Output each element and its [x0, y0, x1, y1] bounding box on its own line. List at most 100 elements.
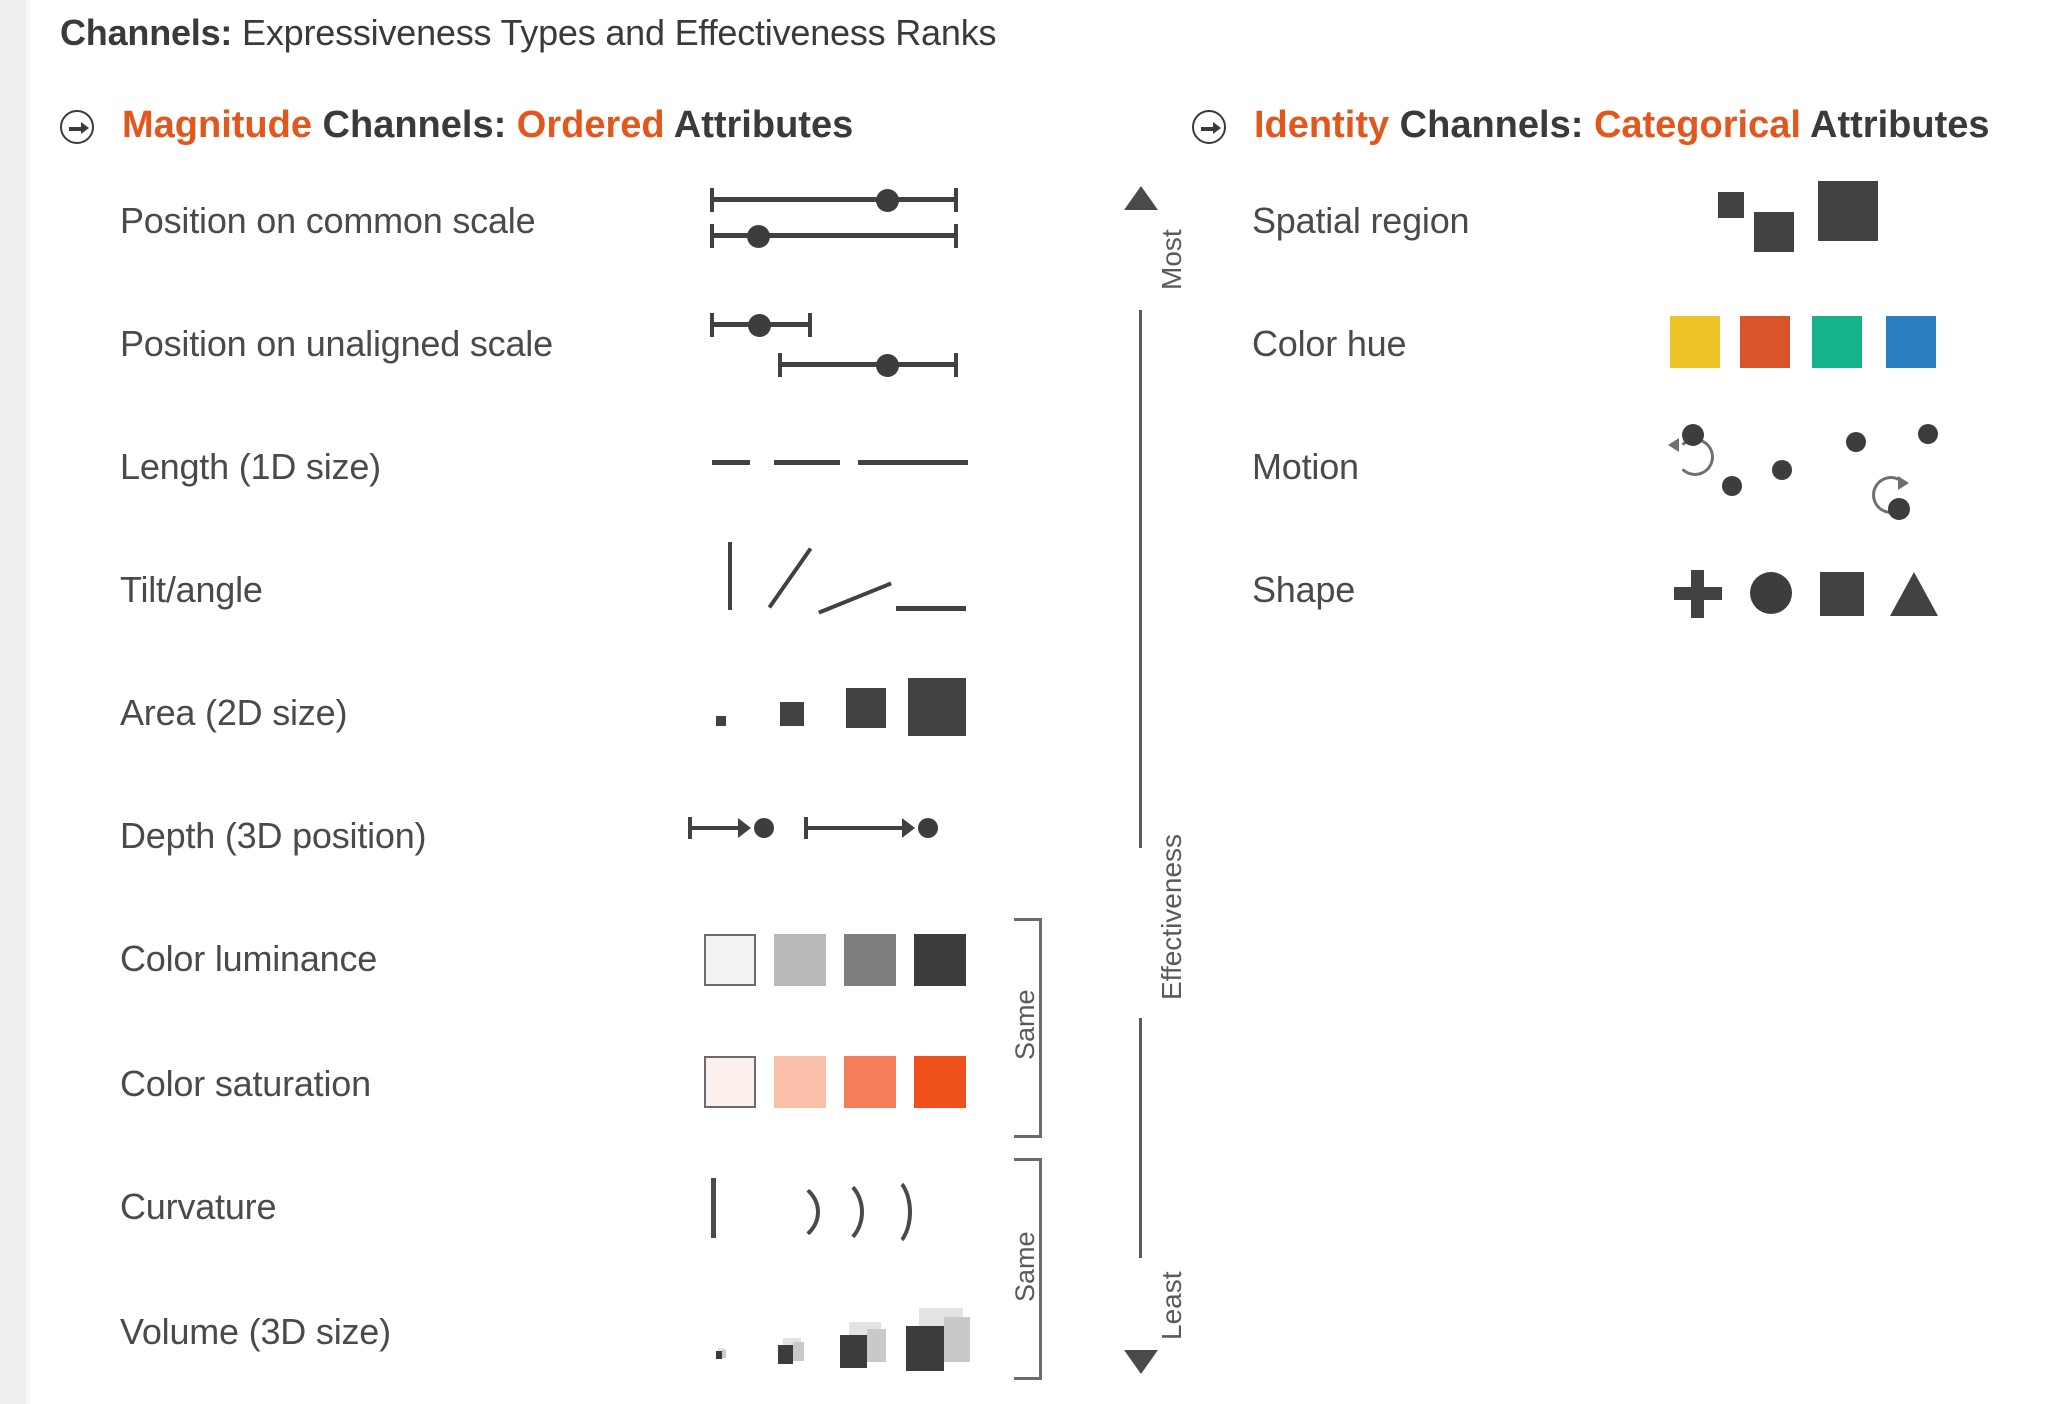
same-bracket-2-label: Same: [1010, 1231, 1040, 1302]
glyph-shape: [1660, 560, 1990, 640]
glyph-spatial-region: [1690, 180, 1990, 260]
spatial-square-1: [1718, 192, 1744, 218]
glyph-length: [700, 440, 980, 480]
saturation-swatch-2: [774, 1056, 826, 1108]
glyph-color-luminance: [680, 930, 980, 990]
channel-label-area: Area (2D size): [120, 692, 348, 733]
saturation-swatch-1: [704, 1056, 756, 1108]
cube-left-face: [840, 1335, 867, 1368]
axis-label-most: Most: [1156, 229, 1187, 290]
channel-label-position-common-scale: Position on common scale: [120, 200, 536, 241]
cube-left-face: [778, 1345, 793, 1364]
cube-right-face: [867, 1329, 886, 1362]
channel-label-spatial-region: Spatial region: [1252, 200, 1470, 241]
depth-dot-b: [918, 818, 938, 838]
depth-dot-a: [754, 818, 774, 838]
range-bar-a: [710, 197, 958, 202]
tick-right-a: [808, 313, 812, 337]
depth-shaft-b: [804, 826, 904, 830]
channel-label-motion: Motion: [1252, 446, 1359, 487]
saturation-swatch-3: [844, 1056, 896, 1108]
spatial-square-3: [1818, 181, 1878, 241]
page-title-rest: Expressiveness Types and Effectiveness R…: [232, 12, 997, 53]
motion-dot-2: [1722, 476, 1742, 496]
depth-shaft-a: [688, 826, 740, 830]
curvature-line-straight: [711, 1178, 716, 1238]
motion-dot-4: [1846, 432, 1866, 452]
value-dot-a: [748, 313, 771, 337]
glyph-area: [680, 672, 980, 752]
hue-swatch-blue: [1886, 316, 1936, 368]
range-bar-b: [710, 233, 958, 238]
section-header-identity-end: Attributes: [1800, 104, 1990, 146]
same-bracket-1: [1014, 918, 1042, 1138]
hue-swatch-yellow: [1670, 316, 1720, 368]
length-bar-1: [712, 460, 750, 465]
tilt-line-steep: [767, 547, 813, 609]
arrow-right-circle-icon-magnitude: [60, 110, 94, 144]
section-header-magnitude-mid: Channels:: [311, 104, 517, 146]
channel-label-volume: Volume (3D size): [120, 1311, 391, 1352]
hue-swatch-orange: [1740, 316, 1790, 368]
page-title-bold: Channels:: [60, 12, 233, 53]
motion-dot-1: [1682, 424, 1704, 446]
axis-cap-bottom-triangle-down-icon: [1124, 1350, 1158, 1374]
spatial-square-2: [1754, 212, 1794, 252]
same-bracket-1-label: Same: [1010, 989, 1040, 1060]
luminance-swatch-3: [844, 934, 896, 986]
luminance-swatch-2: [774, 934, 826, 986]
shape-square-icon: [1820, 572, 1864, 616]
volume-cube-3: [840, 1322, 886, 1372]
arrow-right-circle-icon-identity: [1192, 110, 1226, 144]
luminance-swatch-4: [914, 934, 966, 986]
tilt-line-horizontal: [896, 606, 966, 611]
tilt-line-vertical: [728, 542, 732, 610]
cube-left-face: [716, 1351, 722, 1359]
cube-left-face: [906, 1326, 944, 1371]
page-title: Channels: Expressiveness Types and Effec…: [60, 12, 997, 54]
shape-circle-icon: [1750, 572, 1792, 614]
section-header-identity-keyword2: Categorical: [1593, 104, 1801, 146]
motion-arrowhead-right: [1898, 476, 1909, 490]
arrow-shaft: [69, 126, 84, 131]
curvature-arc-3: [864, 1174, 912, 1250]
length-bar-2: [774, 460, 840, 465]
value-dot-b: [747, 224, 770, 248]
channel-label-color-luminance: Color luminance: [120, 938, 378, 979]
motion-dot-3: [1772, 460, 1792, 480]
glyph-curvature: [680, 1170, 980, 1250]
tick-right-b: [954, 353, 958, 377]
section-header-identity-mid: Channels:: [1389, 104, 1594, 146]
volume-cube-4: [906, 1308, 970, 1376]
shape-plus-icon-v: [1691, 570, 1704, 618]
section-header-magnitude-keyword2: Ordered: [516, 104, 665, 146]
left-edge-strip-inner: [26, 0, 30, 1404]
same-bracket-2: [1014, 1158, 1042, 1380]
hue-swatch-teal: [1812, 316, 1862, 368]
axis-label-effectiveness: Effectiveness: [1156, 833, 1187, 1000]
value-dot-b: [876, 353, 899, 377]
volume-cube-1: [716, 1348, 726, 1360]
arrow-head: [1213, 122, 1221, 134]
cube-top-face: [718, 1348, 725, 1351]
length-bar-3: [858, 460, 968, 465]
section-header-identity: Identity Channels: Categorical Attribute…: [1254, 104, 1990, 147]
area-square-3: [846, 688, 886, 728]
channel-label-tilt-angle: Tilt/angle: [120, 569, 263, 610]
channel-label-shape: Shape: [1252, 569, 1356, 610]
cube-right-face: [793, 1342, 804, 1361]
axis-label-least: Least: [1156, 1271, 1187, 1341]
volume-cube-2: [778, 1338, 804, 1366]
arrow-head: [81, 122, 89, 134]
channel-label-color-hue: Color hue: [1252, 323, 1407, 364]
tick-right-b: [954, 224, 958, 248]
channel-label-length: Length (1D size): [120, 446, 381, 487]
area-square-2: [780, 702, 804, 726]
glyph-position-unaligned-scale: [700, 305, 980, 395]
area-square-1: [716, 716, 726, 726]
luminance-swatch-1: [704, 934, 756, 986]
glyph-depth: [680, 805, 980, 855]
glyph-motion: [1660, 410, 1990, 540]
axis-line-upper: [1139, 310, 1142, 848]
section-header-magnitude: Magnitude Channels: Ordered Attributes: [122, 104, 853, 147]
